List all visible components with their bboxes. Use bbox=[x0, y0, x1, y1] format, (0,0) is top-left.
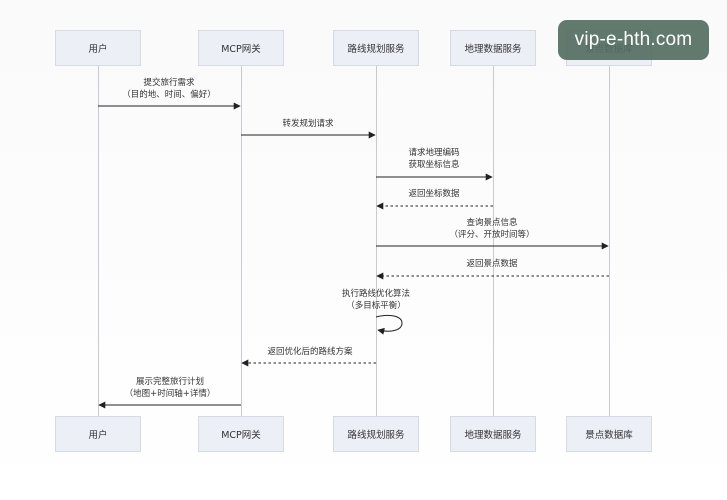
message-8-line-1: 展示完整旅行计划 bbox=[135, 377, 204, 387]
participant-poi-bottom: 景点数据库 bbox=[566, 416, 652, 452]
message-5-label: 返回景点数据 bbox=[466, 258, 517, 270]
message-1-line-1: 转发规划请求 bbox=[282, 119, 334, 129]
lifeline-geo bbox=[493, 66, 494, 416]
participant-geo-bottom: 地理数据服务 bbox=[450, 416, 536, 452]
message-6-line-2: （多目标平衡） bbox=[346, 301, 406, 311]
participant-gateway-bottom: MCP网关 bbox=[198, 416, 284, 452]
lifeline-route bbox=[376, 66, 377, 416]
watermark-badge: vip-e-hth.com bbox=[558, 20, 709, 60]
message-5-line-1: 返回景点数据 bbox=[466, 259, 518, 269]
message-4-line-1: 查询景点信息 bbox=[466, 218, 518, 228]
message-7-line-1: 返回优化后的路线方案 bbox=[267, 347, 353, 357]
message-2-line-1: 请求地理编码 bbox=[408, 148, 460, 158]
lifeline-gateway bbox=[241, 66, 242, 416]
message-8-line-2: （地图+时间轴+详情） bbox=[124, 389, 216, 399]
message-7-label: 返回优化后的路线方案 bbox=[267, 346, 352, 358]
message-3-label: 返回坐标数据 bbox=[408, 188, 459, 200]
participant-route-top: 路线规划服务 bbox=[333, 30, 419, 66]
message-1-label: 转发规划请求 bbox=[282, 118, 333, 130]
participant-route-bottom: 路线规划服务 bbox=[333, 416, 419, 452]
message-6-line-1: 执行路线优化算法 bbox=[341, 289, 411, 299]
participant-user-bottom: 用户 bbox=[55, 416, 141, 452]
message-0-line-2: （目的地、时间、偏好） bbox=[122, 90, 216, 100]
message-2-line-2: 获取坐标信息 bbox=[408, 160, 460, 170]
message-4-line-2: （评分、开放时间等） bbox=[449, 230, 535, 240]
message-8-label: 展示完整旅行计划 （地图+时间轴+详情） bbox=[125, 376, 216, 400]
participant-user-top: 用户 bbox=[55, 30, 141, 66]
message-0-label: 提交旅行需求 （目的地、时间、偏好） bbox=[122, 77, 216, 101]
message-2-label: 请求地理编码 获取坐标信息 bbox=[408, 147, 459, 171]
participant-gateway-top: MCP网关 bbox=[198, 30, 284, 66]
message-4-label: 查询景点信息 （评分、开放时间等） bbox=[449, 217, 534, 241]
lifeline-poi bbox=[609, 66, 610, 416]
lifeline-user bbox=[98, 66, 99, 416]
message-0-line-1: 提交旅行需求 bbox=[143, 78, 195, 88]
message-6-label: 执行路线优化算法 （多目标平衡） bbox=[342, 288, 410, 312]
message-3-line-1: 返回坐标数据 bbox=[408, 189, 460, 199]
participant-geo-top: 地理数据服务 bbox=[450, 30, 536, 66]
message-6-self-arrow bbox=[375, 314, 403, 335]
